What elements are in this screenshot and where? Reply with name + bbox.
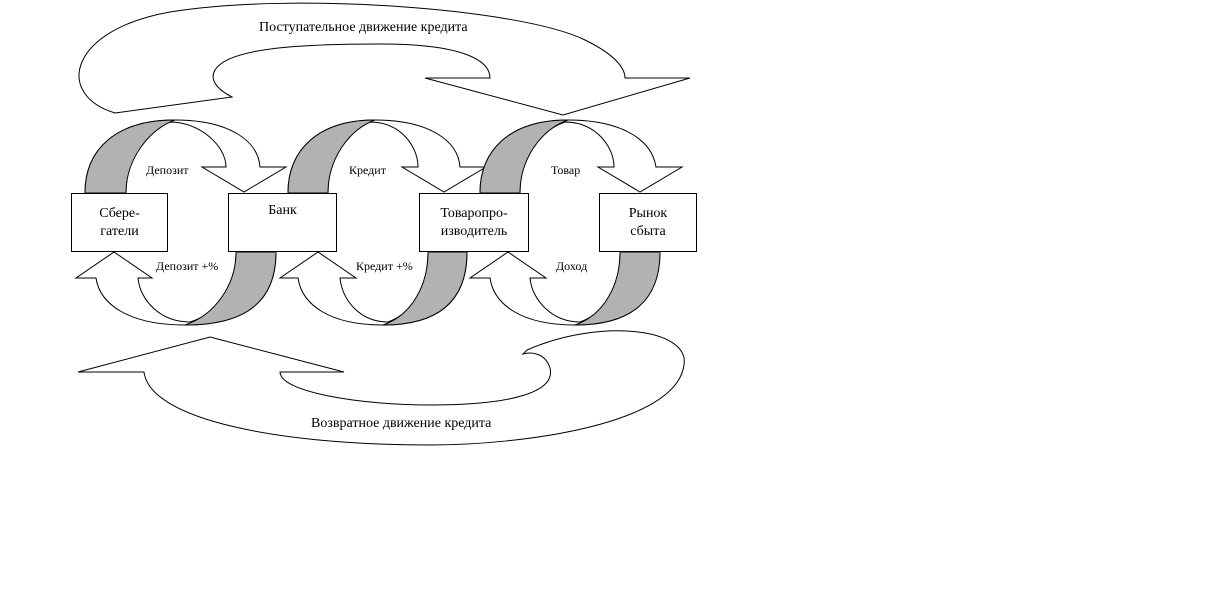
credit-label: Кредит <box>349 163 386 177</box>
return-movement-title: Возвратное движение кредита <box>311 416 492 431</box>
deposit-pct-arrow-shade <box>184 251 277 326</box>
savers-box: Сбере- гатели <box>71 193 168 252</box>
bank-box: Банк <box>228 193 337 252</box>
producer-line2: изводитель <box>440 223 508 239</box>
income-label: Доход <box>556 259 588 273</box>
market-line1: Рынок <box>628 205 668 221</box>
savers-line1: Сбере- <box>99 205 140 221</box>
forward-movement-title: Поступательное движение кредита <box>259 20 468 35</box>
credit-pct-label: Кредит +% <box>356 259 413 273</box>
goods-label: Товар <box>551 163 581 177</box>
deposit-pct-label: Депозит +% <box>156 259 219 273</box>
savers-line2: гатели <box>100 223 139 239</box>
producer-box: Товаропро- изводитель <box>419 193 529 252</box>
return-movement-arrow <box>77 330 685 446</box>
bank-line1: Банк <box>268 203 297 218</box>
deposit-arrow-shade <box>84 119 176 194</box>
credit-arrow-shade <box>287 119 376 194</box>
market-box: Рынок сбыта <box>599 193 697 252</box>
forward-movement-arrow <box>78 2 691 116</box>
producer-line1: Товаропро- <box>440 205 508 221</box>
credit-pct-arrow-shade <box>382 251 468 326</box>
goods-arrow-shade <box>479 119 569 194</box>
income-arrow-shade <box>574 251 661 326</box>
deposit-label: Депозит <box>146 163 189 177</box>
market-line2: сбыта <box>630 223 666 239</box>
